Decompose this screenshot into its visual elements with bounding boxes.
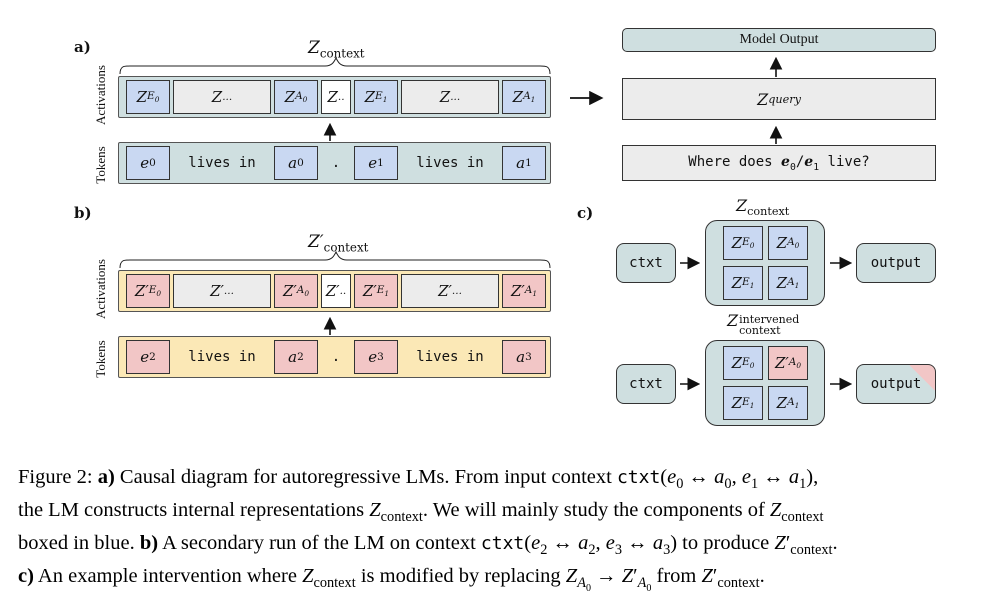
- ctxt-label-bottom: ctxt: [629, 376, 663, 392]
- brace-a: [119, 56, 551, 75]
- caption-line-2: the LM constructs internal representatio…: [18, 499, 824, 526]
- output-box-bottom: output: [856, 364, 936, 404]
- token-b-lives-in-2: lives in: [416, 349, 484, 365]
- activation-z-dots-2: Z...: [401, 80, 499, 114]
- query-box: Where does e0/e1 live?: [622, 145, 936, 181]
- caption-line-3: boxed in blue. b) A secondary run of the…: [18, 532, 838, 559]
- panel-a-token-strip: [118, 142, 551, 184]
- panel-b-label: b): [74, 204, 92, 222]
- panel-c-label: c): [577, 204, 594, 222]
- panel-a-label: a): [74, 38, 91, 56]
- panel-b-brace-label: Z′context: [308, 232, 369, 255]
- panel-b-token-strip: [118, 336, 551, 378]
- token-b-period: .: [331, 349, 341, 365]
- ctxt-label-top: ctxt: [629, 255, 663, 271]
- ctxt-box-top: ctxt: [616, 243, 676, 283]
- ctxt-box-bottom: ctxt: [616, 364, 676, 404]
- grid-bottom-zpa0: Z′A0: [768, 346, 808, 380]
- brace-b: [119, 250, 551, 269]
- query-text: Where does e0/e1 live?: [688, 153, 870, 173]
- activation-ze3: Z′E1: [354, 274, 398, 308]
- token-lives-in-2: lives in: [416, 155, 484, 171]
- token-lives-in: lives in: [188, 155, 256, 171]
- output-box-top: output: [856, 243, 936, 283]
- activation-z-dot: Z..: [321, 80, 351, 114]
- activation-z-dots: Z...: [173, 80, 271, 114]
- panel-a-brace-label: Zcontext: [308, 38, 365, 61]
- panel-c-top-label: Zcontext: [736, 196, 790, 219]
- activation-zp-dots-2: Z′...: [401, 274, 499, 308]
- model-output-label: Model Output: [739, 32, 819, 47]
- activation-ze2: Z′E0: [126, 274, 170, 308]
- caption-line-4: c) An example intervention where Zcontex…: [18, 565, 765, 595]
- model-output-box: Model Output: [622, 28, 936, 52]
- token-b-lives-in: lives in: [188, 349, 256, 365]
- activation-zp-dots: Z′...: [173, 274, 271, 308]
- activation-zp-dot: Z′..: [321, 274, 351, 308]
- activation-za3: Z′A1: [502, 274, 546, 308]
- caption-line-1: Figure 2: a) Causal diagram for autoregr…: [18, 466, 819, 493]
- token-period: .: [331, 155, 341, 171]
- output-label-bottom: output: [870, 376, 922, 392]
- figure-caption: Figure 2: a) Causal diagram for autoregr…: [18, 464, 988, 602]
- activation-za2: Z′A0: [274, 274, 318, 308]
- output-label-top: output: [870, 255, 922, 271]
